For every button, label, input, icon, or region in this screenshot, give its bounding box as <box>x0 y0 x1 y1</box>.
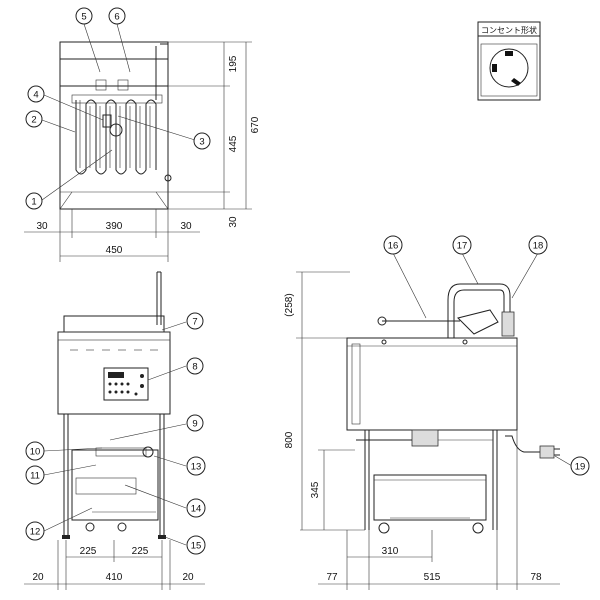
dim-390: 390 <box>106 221 123 232</box>
callout-19: 19 <box>575 462 586 473</box>
oil-tank <box>71 449 159 521</box>
callout-7: 7 <box>192 317 197 328</box>
dim-345: 345 <box>310 481 321 498</box>
dim-30-left: 30 <box>36 221 48 232</box>
dim-77: 77 <box>326 572 338 583</box>
callout-14: 14 <box>191 504 202 515</box>
outlet-label: コンセント形状 <box>481 25 537 35</box>
callout-15: 15 <box>191 541 202 552</box>
front-view <box>57 271 171 539</box>
callout-12: 12 <box>30 527 41 538</box>
dim-225-b: 225 <box>132 546 149 557</box>
callout-3: 3 <box>199 137 204 148</box>
drain-valve <box>411 429 439 447</box>
outlet-icon <box>489 48 529 88</box>
callout-13: 13 <box>191 462 202 473</box>
dim-515: 515 <box>424 572 441 583</box>
callout-2: 2 <box>31 115 36 126</box>
dim-310: 310 <box>382 546 399 557</box>
top-view-outline <box>59 41 169 210</box>
dim-30-right: 30 <box>228 216 239 228</box>
dim-78: 78 <box>530 572 542 583</box>
sensor-bulb <box>109 123 123 137</box>
callout-11: 11 <box>30 471 40 482</box>
dim-258: (258) <box>284 293 295 316</box>
callout-10: 10 <box>30 447 41 458</box>
dim-225-a: 225 <box>80 546 97 557</box>
callout-5: 5 <box>81 12 86 23</box>
callout-17: 17 <box>457 241 468 252</box>
top-view-dimension-lines <box>24 41 252 262</box>
front-view-dimension-lines <box>24 540 205 590</box>
callout-9: 9 <box>192 419 197 430</box>
dim-20-b: 20 <box>182 572 194 583</box>
power-plug <box>539 445 555 459</box>
dim-410: 410 <box>106 572 123 583</box>
callout-8: 8 <box>192 362 197 373</box>
basket-rail <box>59 58 169 87</box>
callout-bubbles: 5 6 4 2 3 1 7 8 9 10 13 11 14 12 15 16 1… <box>25 7 590 555</box>
faucet-pipe <box>447 283 511 338</box>
callout-18: 18 <box>533 241 544 252</box>
callout-1: 1 <box>31 197 36 208</box>
side-oil-tank <box>373 474 487 521</box>
side-body <box>346 337 518 431</box>
callout-16: 16 <box>388 241 399 252</box>
side-view <box>346 283 560 534</box>
heating-element <box>75 99 157 175</box>
dim-450: 450 <box>106 245 123 256</box>
callout-6: 6 <box>114 12 119 23</box>
control-panel <box>103 367 149 401</box>
dim-800: 800 <box>284 431 295 448</box>
dim-20-a: 20 <box>32 572 44 583</box>
dim-30-mid: 30 <box>180 221 192 232</box>
callout-4: 4 <box>33 90 38 101</box>
dim-195: 195 <box>228 55 239 72</box>
side-view-dimension-lines <box>296 271 560 590</box>
dim-670: 670 <box>250 116 261 133</box>
dim-445: 445 <box>228 135 239 152</box>
outlet-shape <box>477 21 541 101</box>
top-view <box>59 41 172 210</box>
